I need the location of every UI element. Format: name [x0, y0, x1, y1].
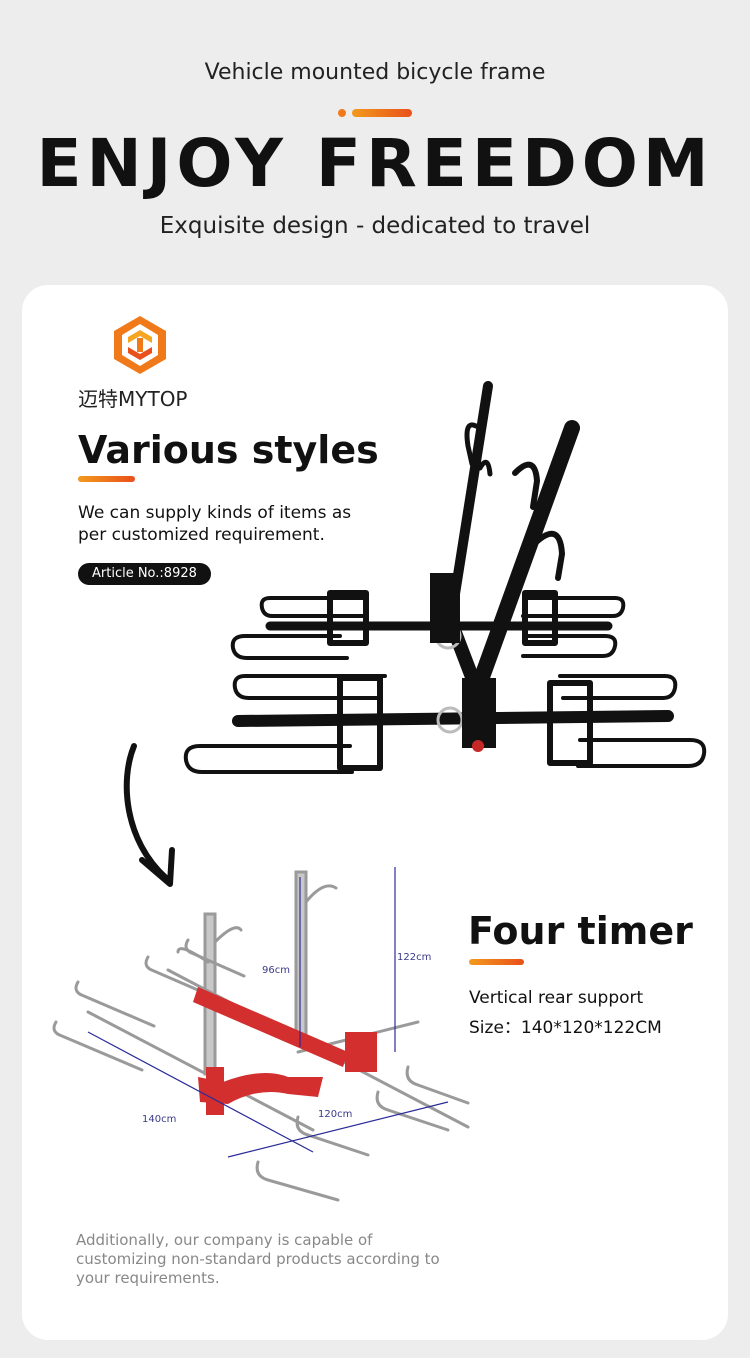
heading-underline [469, 959, 524, 965]
dim-mast-label: 96cm [262, 965, 290, 976]
heading-underline [78, 476, 135, 482]
curved-arrow-icon [123, 743, 175, 887]
section-heading-various-styles: Various styles [78, 428, 379, 472]
bike-rack-photo [183, 381, 707, 774]
section-heading-four-timer: Four timer [468, 909, 693, 953]
mytop-hexagon-logo-icon [114, 316, 166, 374]
spec-support: Vertical rear support [469, 988, 644, 1008]
spec-size: Size：140*120*122CM [469, 1018, 662, 1038]
section-description: We can supply kinds of items as per cust… [78, 503, 352, 545]
dim-length-label: 140cm [142, 1114, 176, 1125]
decor-dots [338, 109, 412, 117]
header-subtitle: Vehicle mounted bicycle frame [204, 60, 546, 85]
footer-note: Additionally, our company is capable of … [76, 1231, 440, 1287]
content-card [22, 285, 728, 1340]
dimension-diagram: 122cm 96cm 140cm 120cm [52, 867, 470, 1202]
dim-width-label: 120cm [318, 1109, 352, 1120]
tagline: Exquisite design - dedicated to travel [159, 213, 591, 239]
headline: ENJOY FREEDOM [36, 125, 714, 202]
brand-name: 迈特MYTOP [78, 387, 188, 411]
article-number-badge: Article No.:8928 [78, 563, 211, 585]
dim-height-label: 122cm [397, 952, 431, 963]
